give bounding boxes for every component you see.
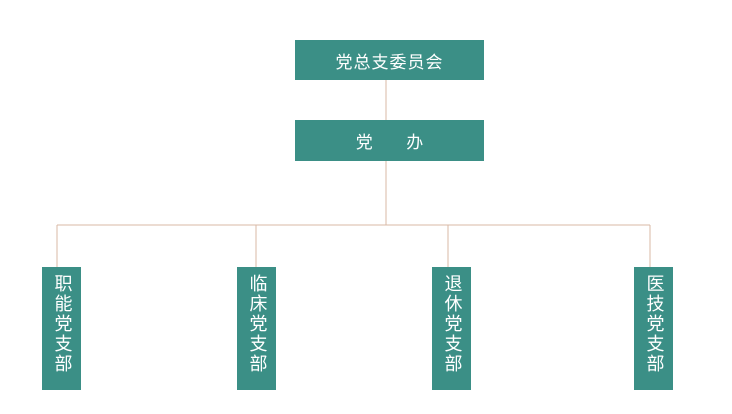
node-branch-clinical: 临床党支部 [237, 267, 276, 390]
node-branch-retired-label: 退休党支部 [441, 274, 463, 374]
node-branch-medtech: 医技党支部 [634, 267, 673, 390]
node-office: 党 办 [295, 120, 484, 161]
node-office-label: 党 办 [355, 133, 438, 153]
node-branch-medtech-label: 医技党支部 [643, 274, 665, 374]
node-committee: 党总支委员会 [295, 40, 484, 80]
node-branch-functional-label: 职能党支部 [51, 274, 73, 374]
node-branch-functional: 职能党支部 [42, 267, 81, 390]
node-branch-clinical-label: 临床党支部 [246, 274, 268, 374]
node-branch-retired: 退休党支部 [432, 267, 471, 390]
node-committee-label: 党总支委员会 [335, 52, 444, 73]
